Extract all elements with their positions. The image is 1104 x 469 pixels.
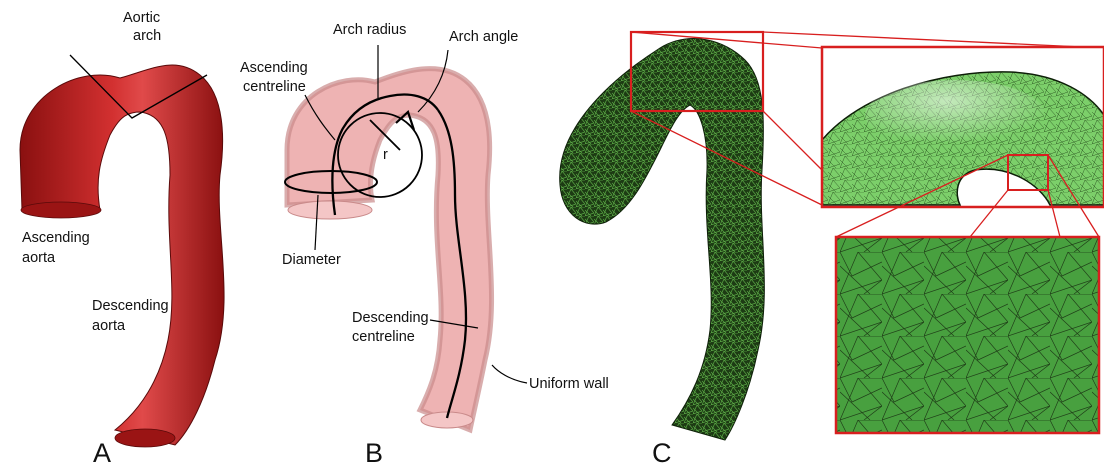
label-descending-centreline-1: Descending	[352, 310, 429, 326]
mesh-zoom-inset-detail-icon	[836, 237, 1099, 433]
label-descending-aorta-1: Descending	[92, 298, 169, 314]
leader-uniform-wall	[492, 365, 527, 383]
label-arch-angle: Arch angle	[449, 29, 518, 45]
panel-c: C	[560, 32, 1104, 468]
label-ascending-centreline-2: centreline	[243, 79, 306, 95]
label-diameter: Diameter	[282, 252, 341, 268]
panel-letter-c: C	[652, 438, 672, 468]
mesh-zoom-inset-arch-icon	[822, 47, 1104, 207]
panel-letter-a: A	[93, 438, 111, 468]
label-descending-centreline-2: centreline	[352, 329, 415, 345]
label-aortic-arch-2: arch	[133, 28, 161, 44]
label-ascending-aorta-1: Ascending	[22, 230, 90, 246]
panel-a: Aortic arch Ascending aorta Descending a…	[20, 10, 224, 468]
panel-letter-b: B	[365, 438, 383, 468]
label-uniform-wall: Uniform wall	[529, 376, 609, 392]
label-descending-aorta-2: aorta	[92, 318, 126, 334]
label-radius-symbol: r	[383, 147, 388, 163]
label-aortic-arch-1: Aortic	[123, 10, 160, 26]
panel-b: r Arch radius Arch angle Ascending centr…	[240, 22, 609, 468]
label-arch-radius: Arch radius	[333, 22, 406, 38]
label-ascending-aorta-2: aorta	[22, 250, 56, 266]
label-ascending-centreline-1: Ascending	[240, 60, 308, 76]
